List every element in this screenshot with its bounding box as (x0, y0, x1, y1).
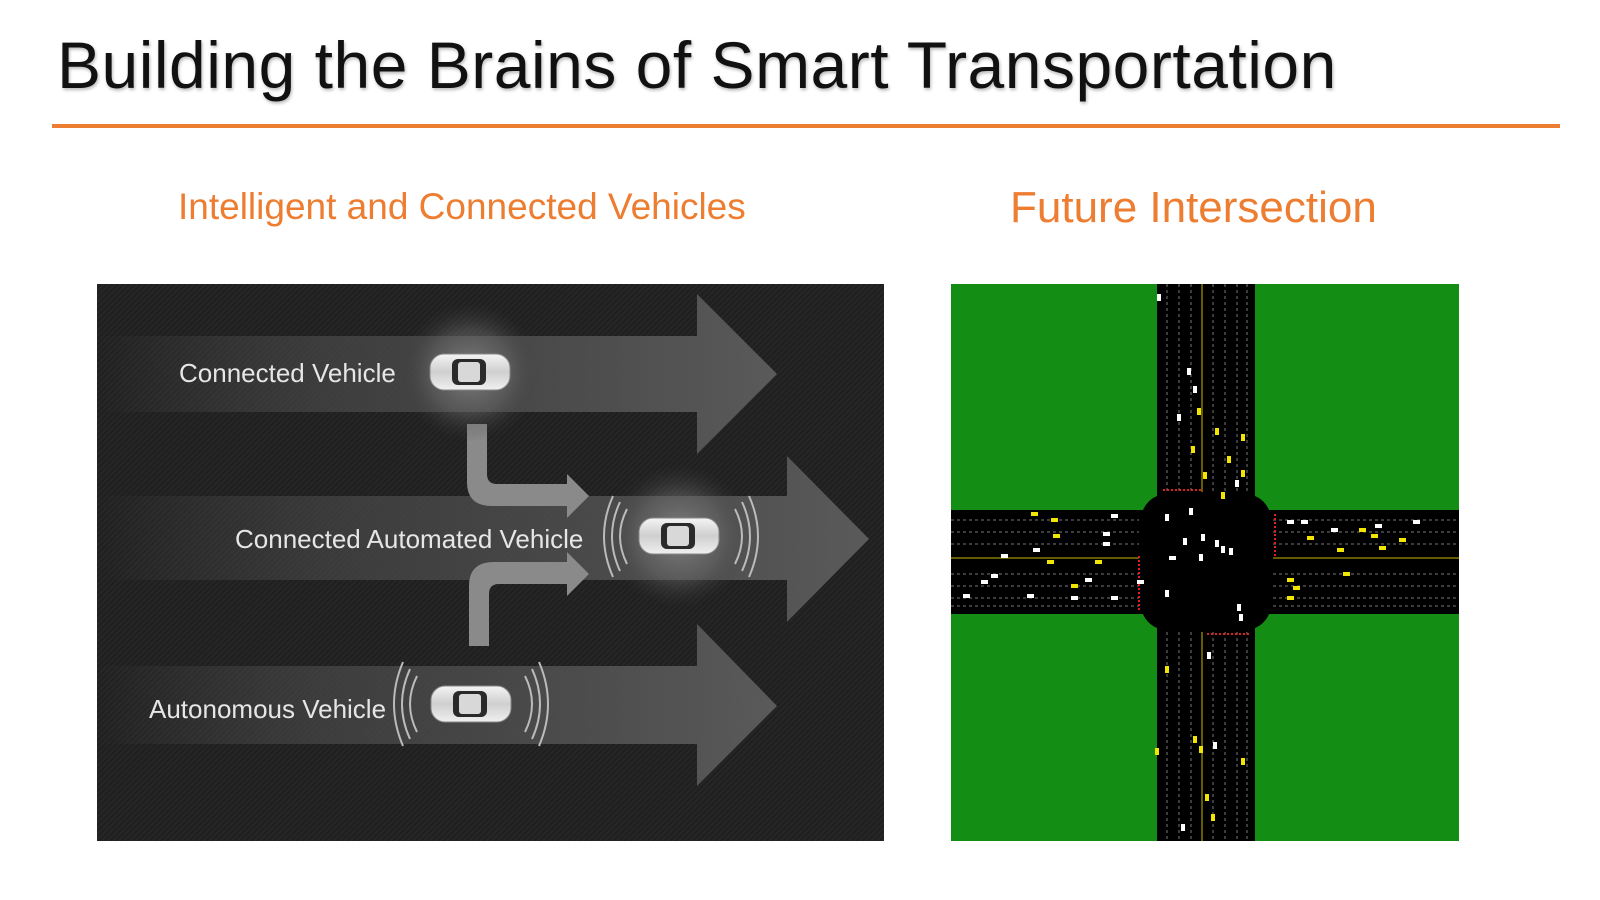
intersection-heading: Future Intersection (1010, 183, 1377, 232)
vehicle-marker (1203, 472, 1207, 479)
vehicles-layer (963, 294, 1420, 831)
vehicle-marker (1227, 456, 1231, 463)
vehicle-marker (1189, 508, 1193, 515)
vehicle-marker (1399, 538, 1406, 542)
vehicle-marker (1241, 434, 1245, 441)
vehicle-marker (1379, 546, 1386, 550)
vehicle-marker (1111, 514, 1118, 518)
intersection-map (951, 284, 1459, 841)
autonomous-car-icon (430, 685, 512, 723)
vehicle-marker (1177, 414, 1181, 421)
vehicle-marker (1031, 512, 1038, 516)
vehicle-marker (1165, 514, 1169, 521)
vehicle-marker (1197, 408, 1201, 415)
vehicle-marker (1103, 532, 1110, 536)
vehicle-marker (1359, 528, 1366, 532)
vehicle-marker (1343, 572, 1350, 576)
label-connected-automated-vehicle: Connected Automated Vehicle (235, 524, 583, 554)
connector-arrow-down (467, 424, 589, 518)
vehicle-marker (1169, 556, 1176, 560)
vehicle-marker (1211, 814, 1215, 821)
vehicle-marker (1199, 554, 1203, 561)
vehicle-marker (1337, 548, 1344, 552)
vehicle-marker (1191, 446, 1195, 453)
vehicle-marker (1095, 560, 1102, 564)
vehicle-marker (1221, 546, 1225, 553)
vehicle-marker (1241, 470, 1245, 477)
vehicle-marker (991, 574, 998, 578)
vehicle-marker (1241, 758, 1245, 765)
vehicle-marker (1239, 614, 1243, 621)
intersection-simulation (951, 284, 1459, 841)
vehicle-marker (1235, 480, 1239, 487)
vehicle-marker (1237, 604, 1241, 611)
vehicle-marker (1199, 746, 1203, 753)
vehicle-marker (1375, 524, 1382, 528)
vehicle-marker (1287, 520, 1294, 524)
vehicle-marker (1111, 596, 1118, 600)
slide-title: Building the Brains of Smart Transportat… (57, 28, 1337, 102)
automated-car-icon (638, 517, 720, 555)
vehicle-marker (1193, 736, 1197, 743)
vehicle-marker (1201, 534, 1205, 541)
vehicle-marker (1187, 368, 1191, 375)
vehicle-marker (1157, 294, 1161, 301)
vehicle-marker (1053, 534, 1060, 538)
vehicle-marker (1287, 596, 1294, 600)
vehicle-marker (1165, 666, 1169, 673)
vehicle-marker (1183, 538, 1187, 545)
vehicle-marker (1413, 520, 1420, 524)
vehicles-illustration: Connected Vehicle Connected Automated Ve… (97, 284, 884, 841)
vehicle-marker (963, 594, 970, 598)
vehicle-marker (1301, 520, 1308, 524)
vehicle-marker (1155, 748, 1159, 755)
vehicle-marker (981, 580, 988, 584)
vehicle-marker (1307, 536, 1314, 540)
vehicle-marker (1293, 586, 1300, 590)
vehicle-marker (1215, 540, 1219, 547)
connector-arrow-up (469, 552, 589, 646)
vehicle-marker (1371, 534, 1378, 538)
vehicle-marker (1207, 652, 1211, 659)
vehicle-marker (1287, 578, 1294, 582)
connected-car-icon (429, 353, 511, 391)
vehicle-marker (1205, 794, 1209, 801)
intersection-box (1141, 494, 1271, 630)
vehicle-marker (1001, 554, 1008, 558)
signal-stop-lines (1138, 489, 1276, 635)
label-connected-vehicle: Connected Vehicle (179, 358, 396, 388)
title-rule (52, 124, 1560, 128)
vehicles-heading: Intelligent and Connected Vehicles (178, 186, 746, 227)
vehicle-marker (1051, 518, 1058, 522)
autonomous-sensor-waves (393, 661, 549, 747)
vehicles-diagram: Connected Vehicle Connected Automated Ve… (97, 294, 869, 786)
vehicle-marker (1181, 824, 1185, 831)
automated-sensor-waves (603, 495, 759, 578)
vehicle-marker (1071, 596, 1078, 600)
vehicle-marker (1165, 590, 1169, 597)
vehicle-marker (1331, 528, 1338, 532)
vehicle-marker (1071, 584, 1078, 588)
vehicle-marker (1085, 578, 1092, 582)
vehicle-marker (1215, 428, 1219, 435)
label-autonomous-vehicle: Autonomous Vehicle (149, 694, 386, 724)
vehicle-marker (1137, 580, 1144, 584)
vehicle-marker (1193, 386, 1197, 393)
vehicle-marker (1213, 742, 1217, 749)
vehicle-marker (1229, 548, 1233, 555)
vehicle-marker (1027, 594, 1034, 598)
vehicle-marker (1221, 492, 1225, 499)
vehicle-marker (1033, 548, 1040, 552)
vehicle-marker (1103, 542, 1110, 546)
vehicle-marker (1047, 560, 1054, 564)
